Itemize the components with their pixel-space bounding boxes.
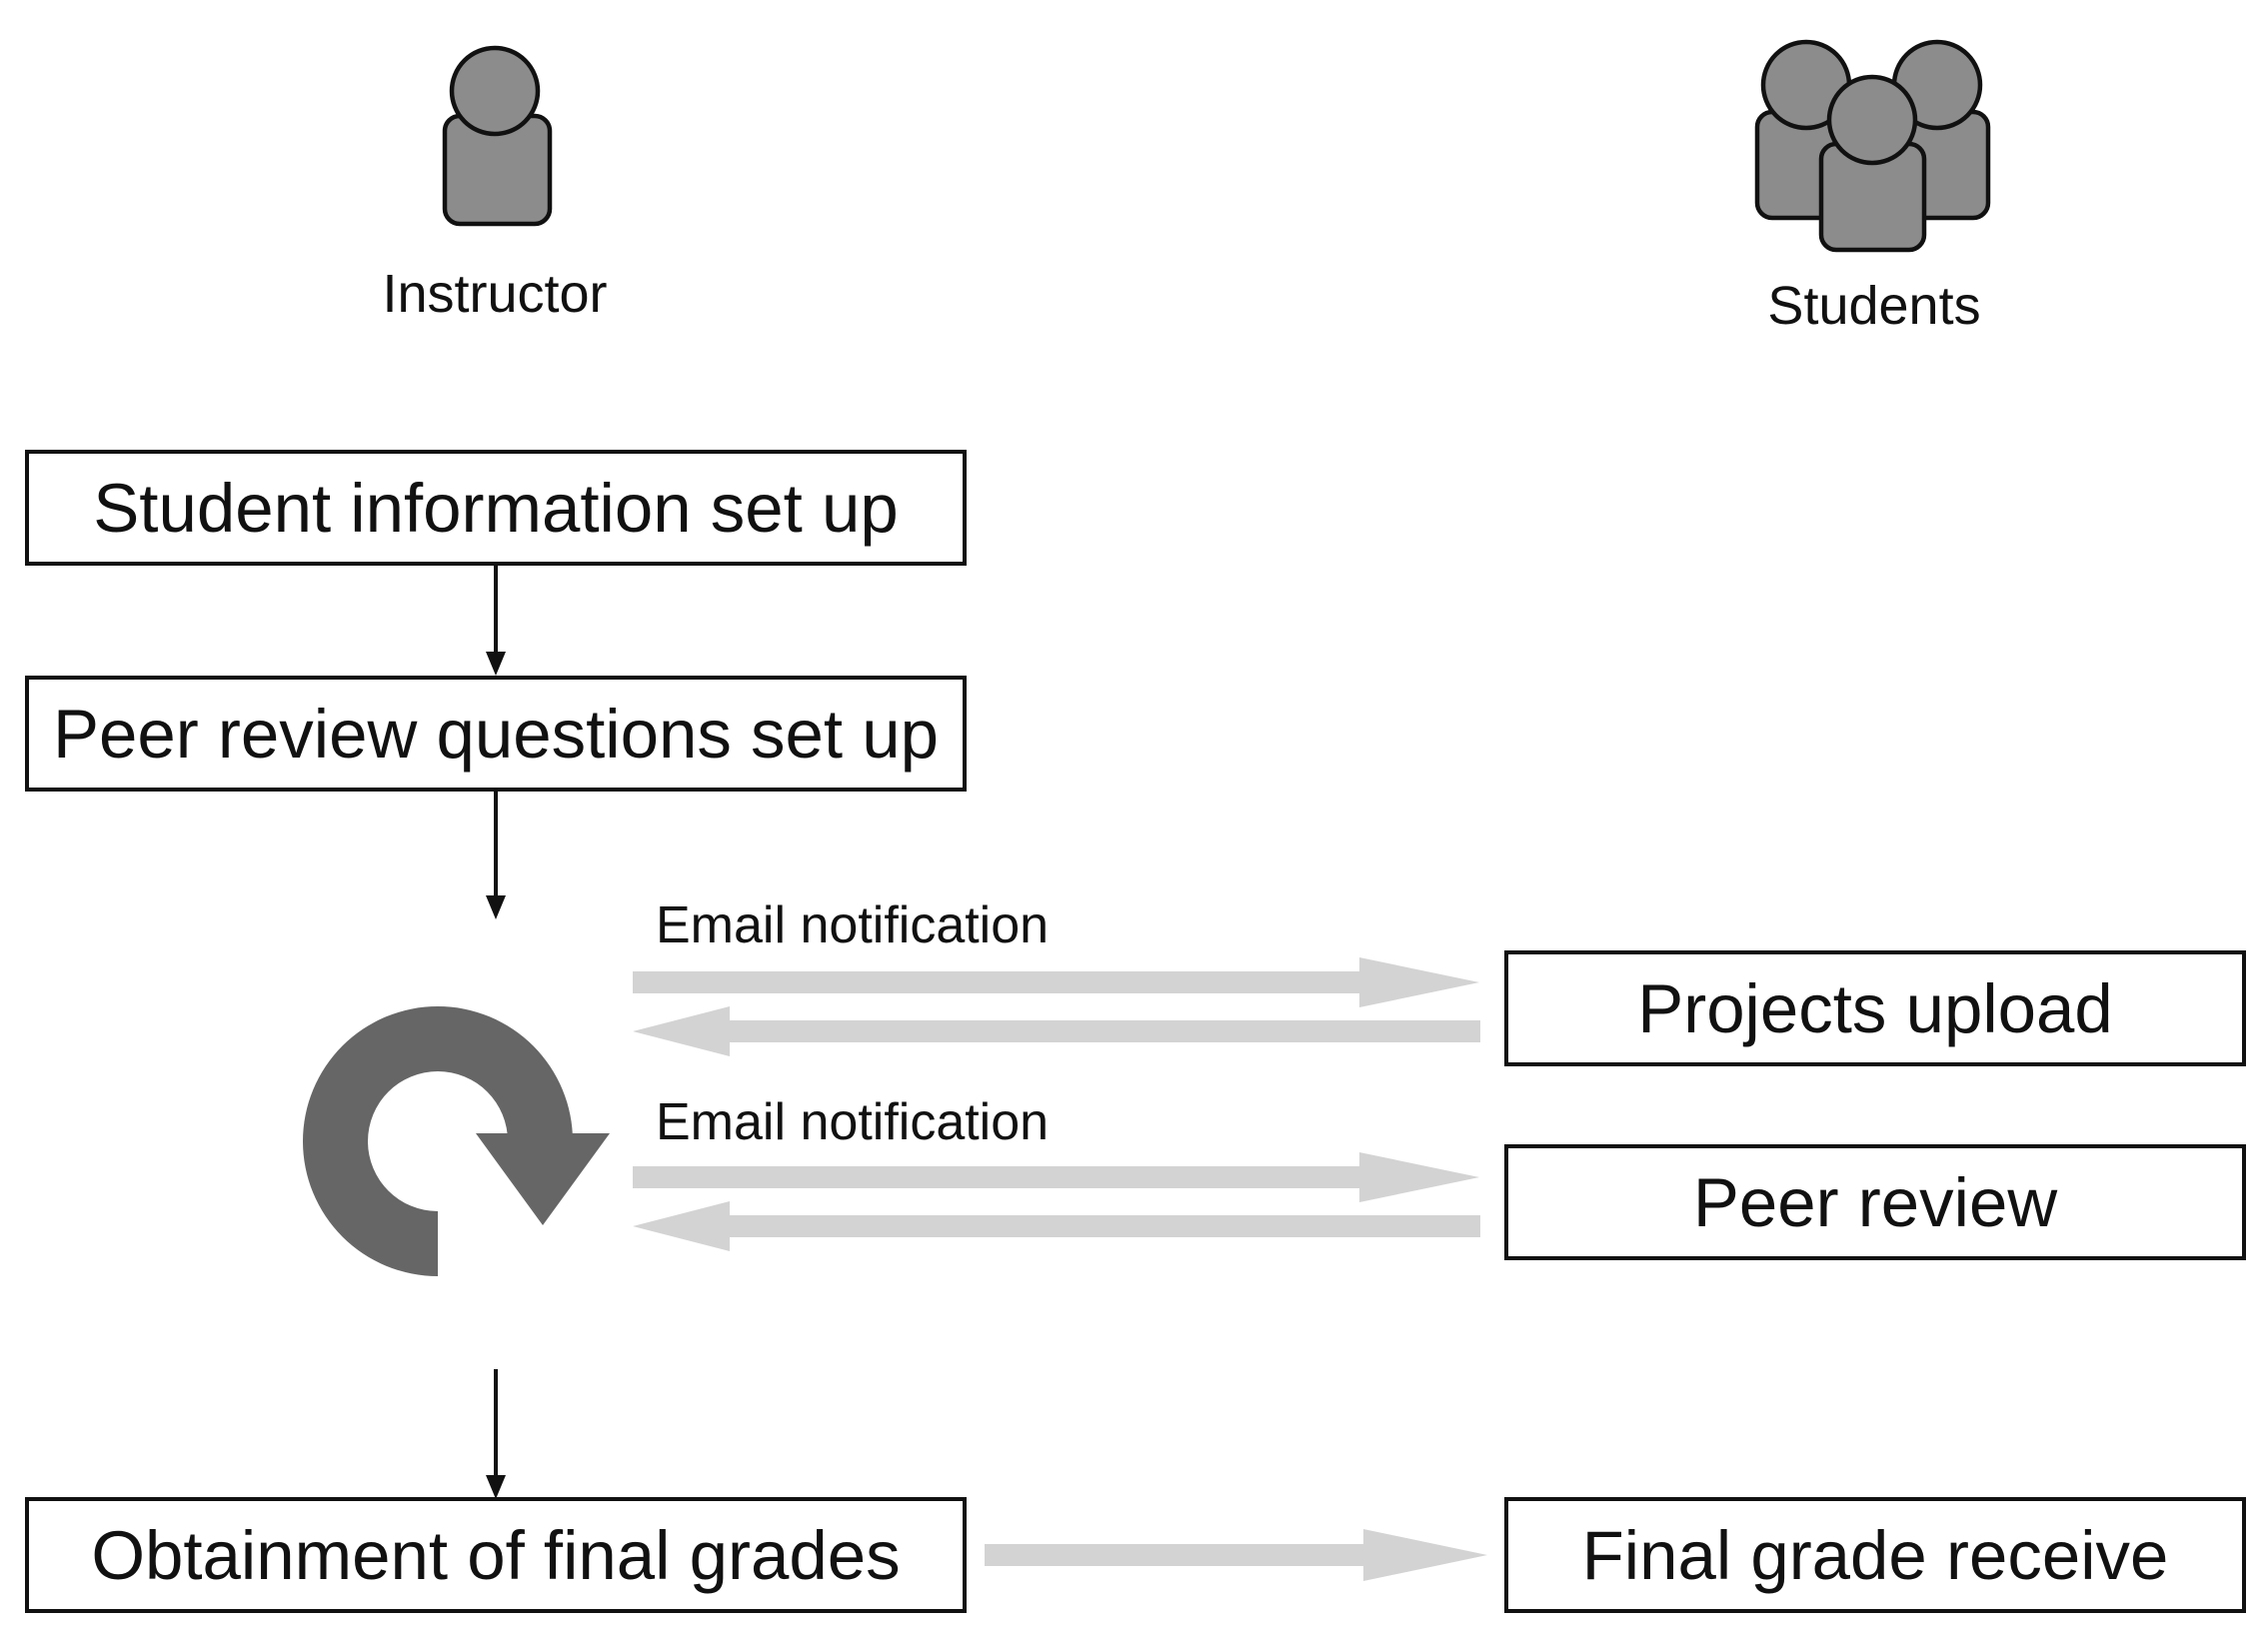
step-final-grade-receive: Final grade receive [1504,1497,2246,1613]
step-label: Peer review questions set up [53,696,939,773]
students-icon [1754,39,1991,253]
step-peer-review-questions-set-up: Peer review questions set up [25,676,967,792]
cycle-icon [303,1006,610,1276]
grey-arrow-right-1 [633,957,1479,1007]
step-peer-review: Peer review [1504,1144,2246,1260]
email-notification-label-2: Email notification [656,1093,1049,1151]
instructor-label: Instructor [382,264,607,324]
step-label: Final grade receive [1582,1517,2169,1594]
arrowhead-info-to-questions [486,652,506,676]
grey-arrow-left-1 [633,1006,1480,1056]
arrowhead-cycle-to-final-grades [486,1475,506,1499]
grey-arrow-left-2 [633,1201,1480,1251]
instructor-icon [442,45,553,227]
step-label: Obtainment of final grades [91,1517,900,1594]
step-obtainment-of-final-grades: Obtainment of final grades [25,1497,967,1613]
step-label: Student information set up [93,470,899,547]
step-student-information-set-up: Student information set up [25,450,967,566]
step-projects-upload: Projects upload [1504,950,2246,1066]
arrowhead-questions-to-cycle [486,895,506,919]
email-notification-label-1: Email notification [656,896,1049,954]
step-label: Peer review [1693,1164,2057,1241]
step-label: Projects upload [1637,970,2113,1047]
grey-arrow-final [985,1529,1487,1581]
students-label: Students [1767,276,1980,336]
grey-arrow-right-2 [633,1152,1479,1202]
